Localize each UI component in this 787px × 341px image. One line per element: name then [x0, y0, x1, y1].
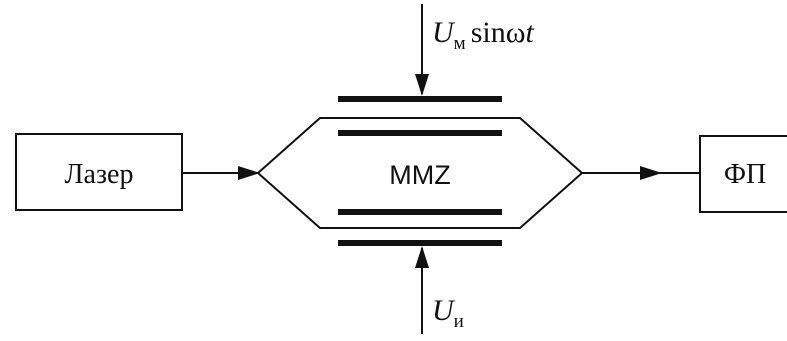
upper-arm: [257, 117, 583, 174]
laser-block: Лазер: [15, 133, 183, 211]
photodetector-label: ФП: [724, 159, 766, 190]
modulation-voltage-expression: sinω: [471, 16, 526, 49]
bias-voltage-symbol: U: [432, 294, 456, 327]
upper-outer-electrode: [338, 96, 502, 102]
lower-outer-electrode: [338, 240, 502, 246]
modulation-voltage-symbol: U: [432, 16, 456, 49]
modulation-voltage-subscript: м: [454, 33, 466, 54]
modulation-voltage-variable: t: [525, 16, 534, 49]
modulator-label: MMZ: [389, 160, 450, 190]
interferometer-arms: [257, 117, 583, 229]
laser-label: Лазер: [65, 159, 134, 190]
bias-voltage-subscript: и: [454, 311, 464, 332]
lower-arm: [257, 172, 583, 229]
photodetector-box: [699, 135, 787, 213]
bias-voltage-label: Uи: [432, 294, 464, 332]
electrodes: [338, 96, 502, 246]
lower-inner-electrode: [338, 209, 502, 215]
photodetector-block: ФП: [699, 135, 787, 213]
upper-inner-electrode: [338, 130, 502, 136]
